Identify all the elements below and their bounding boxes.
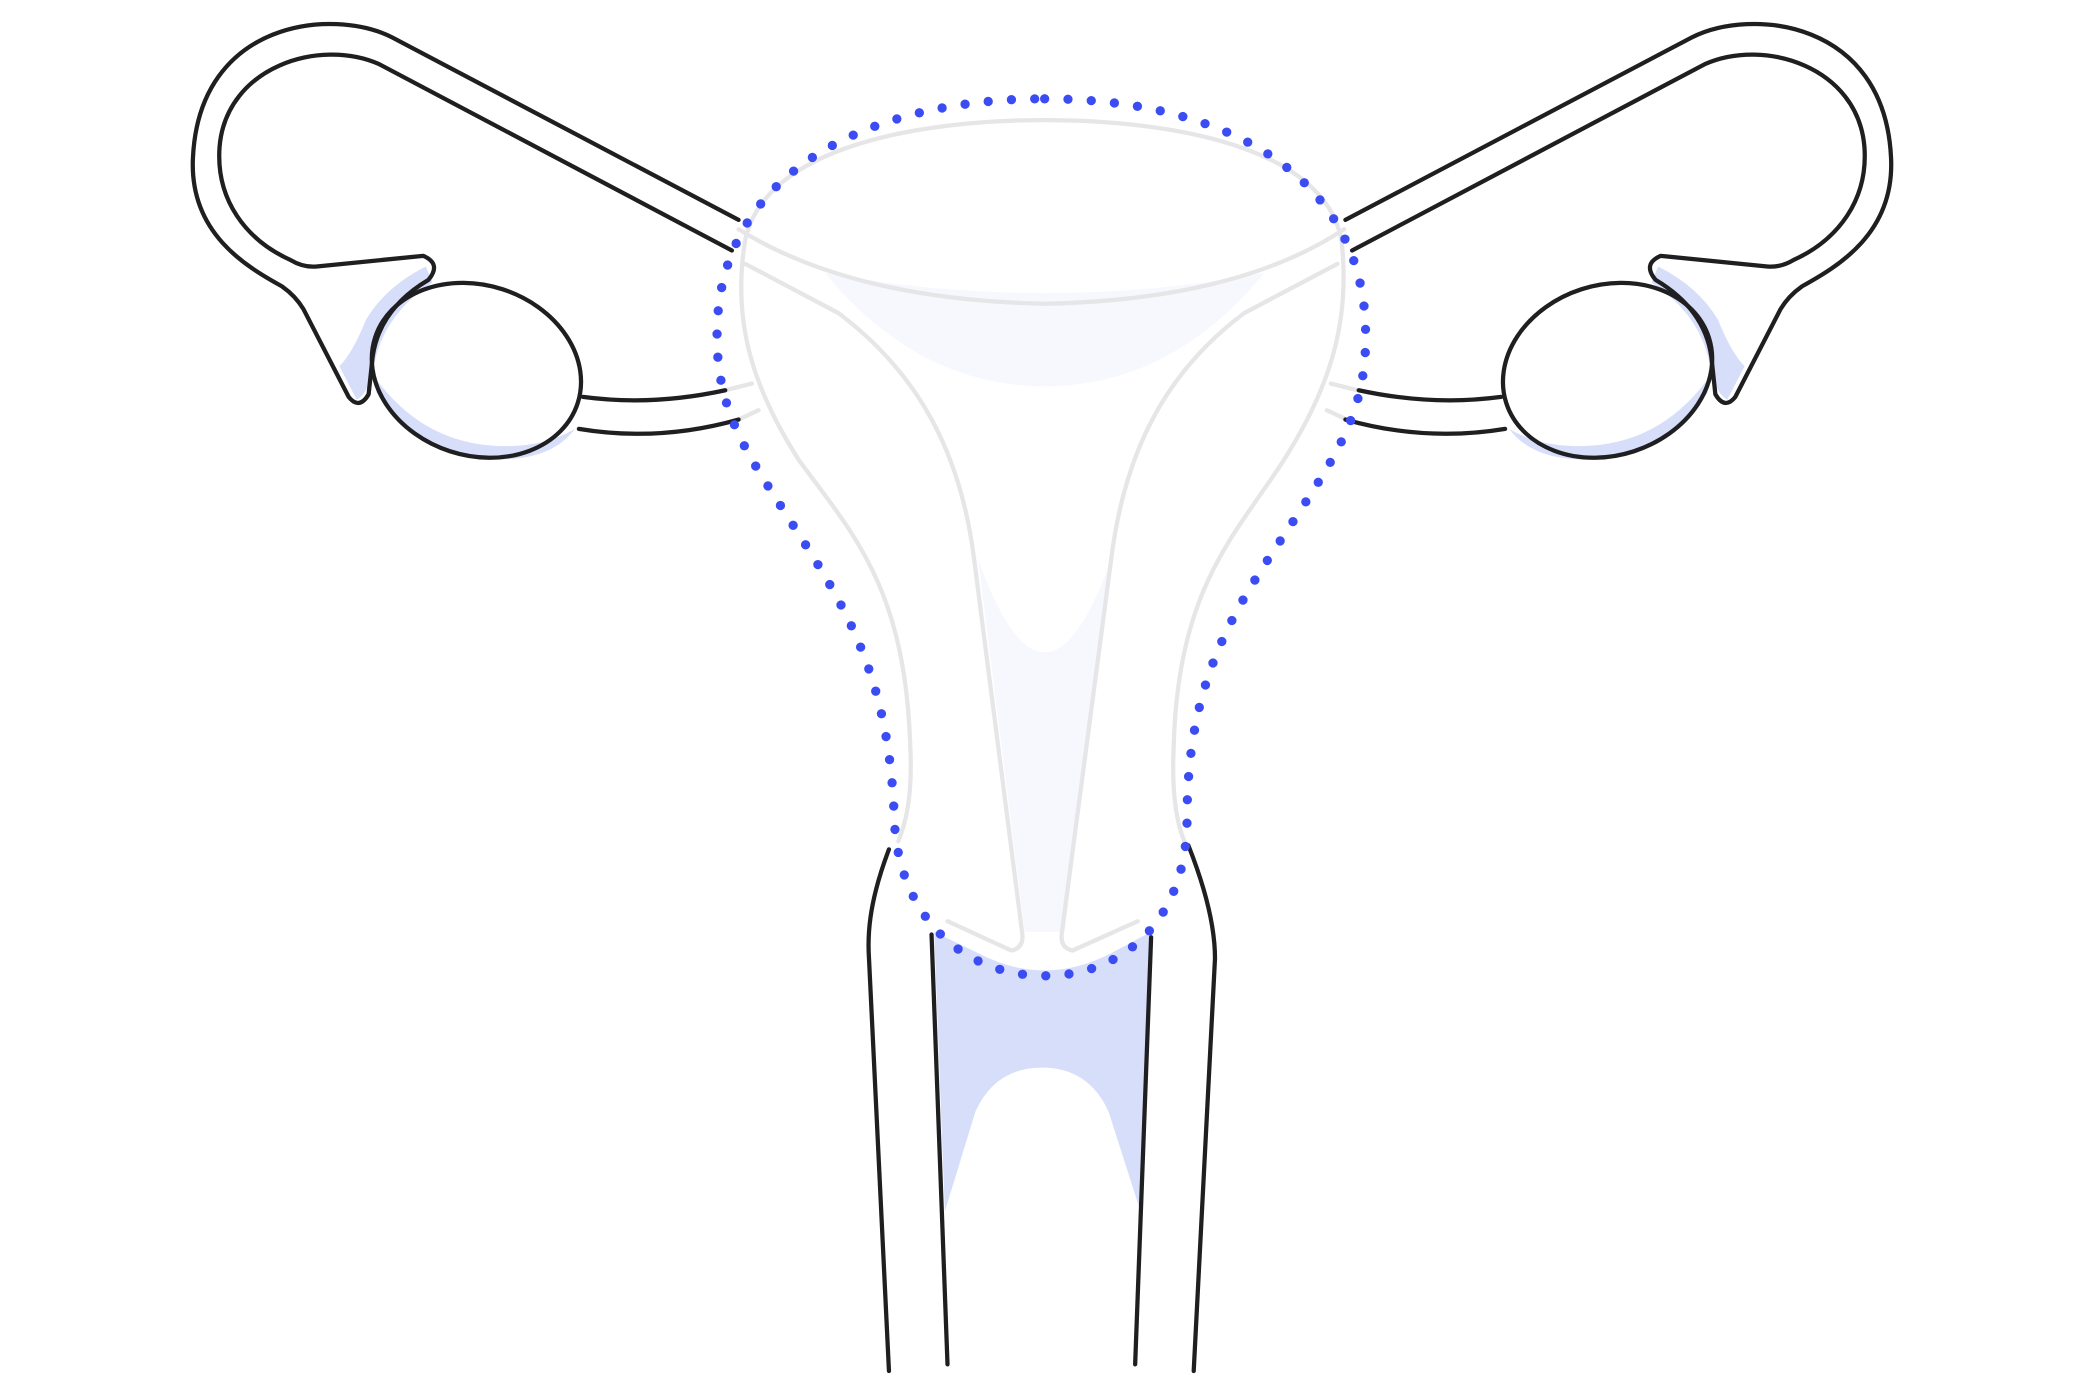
right-ovary (1500, 280, 1715, 460)
vagina (866, 843, 1218, 1374)
uterus-outer-wall (739, 117, 1346, 844)
right-ovarian-ligament (1343, 388, 1508, 436)
vaginal-wall-right (1133, 843, 1218, 1374)
vaginal-fornix-shading (934, 931, 1152, 1212)
uterus-inner-wall-left (743, 261, 1025, 953)
cervical-canal-shading (978, 559, 1112, 932)
right-ovary-shading (1509, 379, 1708, 460)
right-fallopian-tube (1343, 21, 1894, 406)
uterus-body (723, 117, 1360, 953)
left-fimbria-shading (339, 266, 433, 400)
right-fimbria-shading (1651, 266, 1745, 400)
left-ovarian-ligament (576, 388, 741, 436)
uterus-fundus-line (736, 227, 1347, 306)
right-adnexa (1343, 21, 1894, 460)
left-ovary-shading (376, 379, 575, 460)
ligament-stubs (723, 381, 1360, 422)
left-fallopian-tube (190, 21, 741, 406)
vaginal-wall-left (866, 847, 950, 1374)
uterus-cavity-shading (825, 273, 1265, 387)
uterus-highlight-dotted-border (712, 94, 1371, 981)
left-ovary (369, 280, 584, 460)
left-adnexa (190, 21, 741, 460)
uterus-inner-wall-right (1059, 261, 1340, 953)
